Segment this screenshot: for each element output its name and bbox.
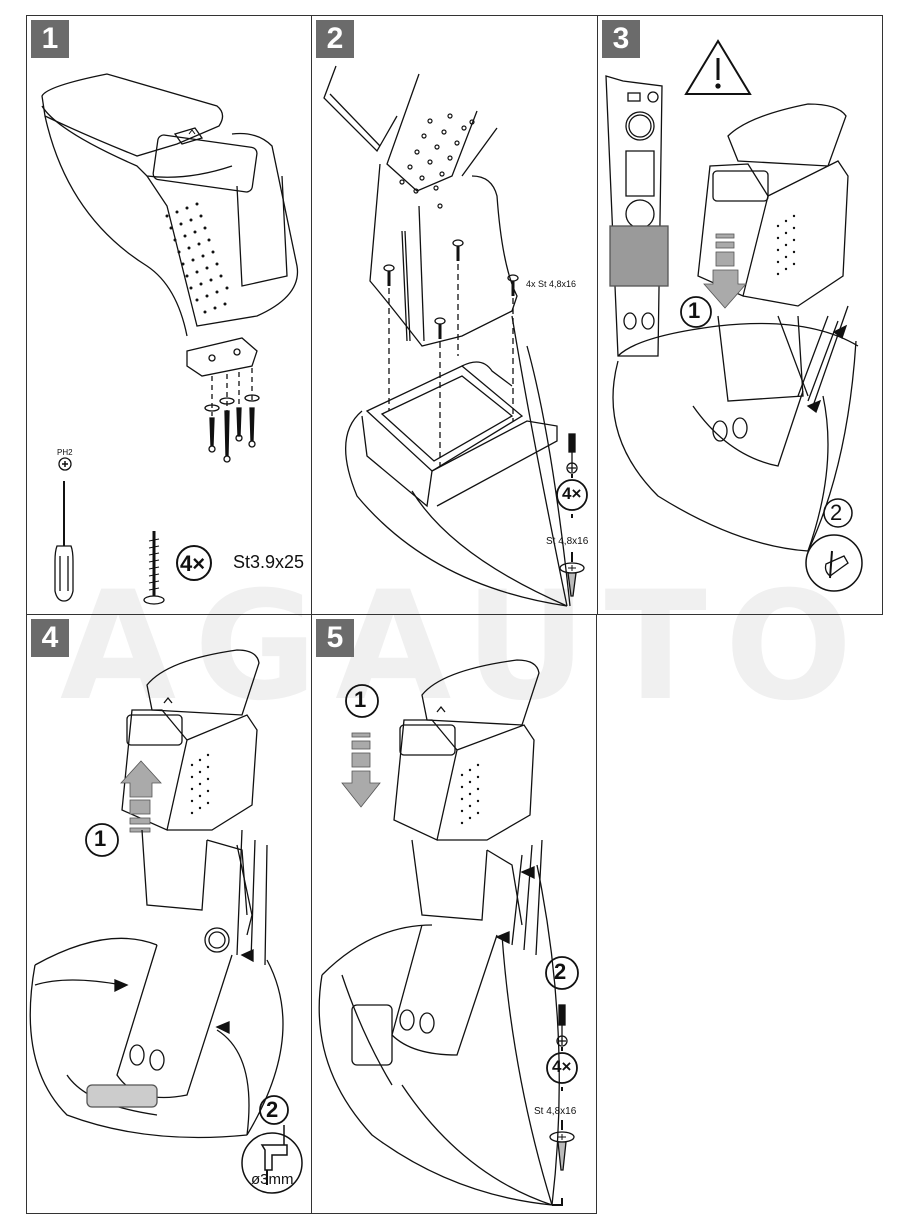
wood-screw-icon	[143, 531, 165, 605]
drill-circle	[241, 1132, 303, 1194]
sub-step-1-label: 1	[94, 826, 107, 851]
console-marking-illustration	[605, 39, 863, 592]
quantity-circle	[546, 1052, 578, 1084]
sub-step-2-circle	[823, 498, 853, 528]
screwdriver-icon	[54, 457, 74, 602]
warning-triangle-icon	[684, 39, 752, 95]
watermark: AGAUTO	[60, 560, 871, 734]
down-arrow-icon	[341, 732, 381, 808]
step-1-panel: 1	[26, 15, 312, 615]
armrest-exploded-illustration	[41, 73, 299, 605]
screw-spec-label: St3.9x25	[233, 552, 305, 572]
quantity-circle	[176, 545, 212, 581]
bracket-mounting-illustration	[323, 65, 588, 607]
drilling-illustration	[29, 649, 303, 1194]
hand-pen-icon	[824, 550, 849, 579]
quantity-circle	[556, 479, 588, 511]
quantity-label: 4×	[552, 1057, 572, 1076]
quantity-label: 4×	[562, 484, 582, 503]
screws	[204, 394, 260, 463]
sub-step-2-circle	[545, 956, 579, 990]
screwdriver-icon	[566, 433, 578, 474]
marking-circle	[805, 534, 863, 592]
step-4-panel: 4	[26, 614, 312, 1214]
step-number-badge: 4	[31, 619, 69, 657]
mounting-screws	[383, 239, 519, 339]
final-screw-illustration	[318, 659, 579, 1206]
perforation-dots	[190, 753, 210, 815]
sub-step-1-circle	[85, 823, 119, 857]
sub-step-1-circle	[680, 296, 712, 328]
step-number-badge: 2	[316, 20, 354, 58]
screw-spec-label: St 4,8x16	[534, 1106, 577, 1117]
step-2-panel: 2	[311, 15, 598, 615]
perforation-dots	[460, 763, 480, 825]
step-number-badge: 5	[316, 619, 354, 657]
step-number-badge: 3	[602, 20, 640, 58]
sub-step-2-label: 2	[830, 500, 843, 525]
perforation-dots	[165, 202, 229, 314]
step-number-badge: 1	[31, 20, 69, 58]
quantity-label: 4×	[180, 551, 206, 576]
drill-icon	[260, 1125, 288, 1185]
drill-spec-label: ø3mm	[251, 1171, 294, 1188]
step-3-panel: 3	[597, 15, 883, 615]
screwdriver-icon	[556, 1004, 568, 1047]
screw-callout-label: 4x St 4,8x16	[526, 279, 577, 289]
ph2-label: PH2	[57, 448, 73, 457]
sub-step-1-circle	[345, 684, 379, 718]
screw-spec-label: St 4,8x16	[546, 536, 589, 547]
down-arrow-icon	[703, 233, 747, 309]
sub-step-1-label: 1	[354, 687, 367, 712]
perforation-dots	[776, 214, 796, 276]
pan-head-screw-icon	[559, 562, 585, 597]
center-console-icon	[605, 75, 669, 357]
sub-step-1-label: 1	[688, 298, 701, 323]
sub-step-2-circle	[259, 1095, 289, 1125]
sub-step-2-label: 2	[554, 959, 567, 984]
pan-head-screw-icon	[549, 1131, 575, 1171]
sub-step-2-label: 2	[266, 1097, 279, 1122]
perforation-dots	[399, 113, 475, 209]
step-5-panel: 5	[311, 614, 597, 1214]
up-arrow-icon	[120, 760, 162, 833]
